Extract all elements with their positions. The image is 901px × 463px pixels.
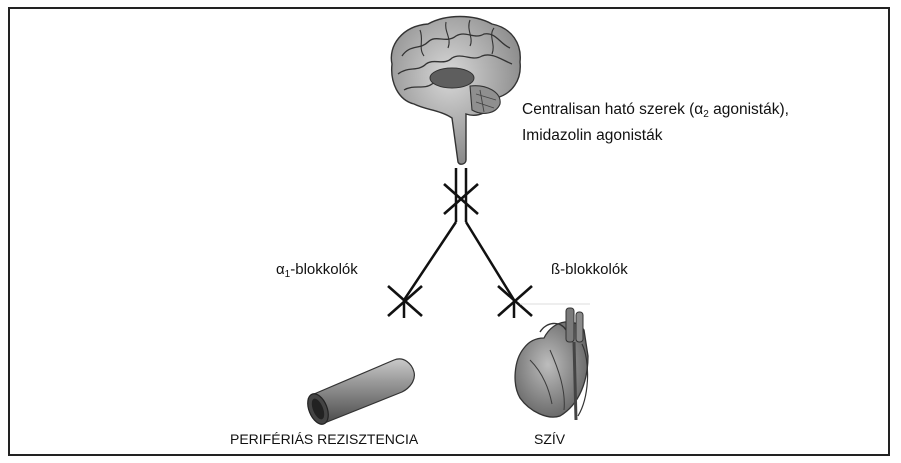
central-label-post: agonisták),: [709, 101, 789, 118]
blood-vessel-icon: [304, 359, 415, 427]
imidazoline-label: Imidazolin agonisták: [522, 125, 789, 146]
central-agents-label: Centralisan ható szerek (α2 agonisták), …: [522, 99, 789, 146]
alpha-label-pre: α: [276, 261, 285, 278]
heart-label: SZÍV: [534, 429, 565, 449]
nerve-pathway: [404, 168, 514, 318]
alpha-label-post: -blokkolók: [290, 261, 358, 278]
peripheral-resistance-label: PERIFÉRIÁS REZISZTENCIA: [230, 429, 418, 449]
central-label-pre: Centralisan ható szerek (α: [522, 101, 703, 118]
heart-icon: [515, 304, 590, 420]
central-block-mark: [444, 184, 478, 214]
alpha-blocker-label: α1-blokkolók: [276, 260, 358, 285]
brain-icon: [391, 17, 520, 165]
beta-blocker-label: ß-blokkolók: [551, 260, 628, 280]
